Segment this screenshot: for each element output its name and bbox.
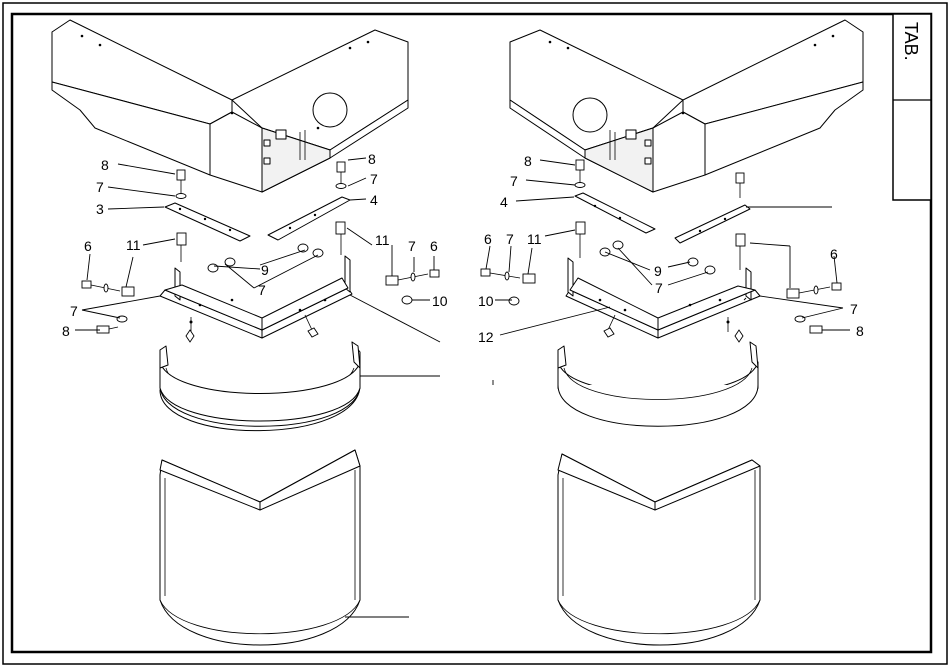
callout-7: 7: [370, 171, 378, 187]
right-leaders: [486, 160, 850, 385]
right-cover-housing: [510, 20, 863, 192]
callout-7: 7: [70, 303, 78, 319]
callout-11: 11: [527, 231, 542, 247]
callout-6: 6: [430, 238, 438, 254]
tab-label: TAB.: [901, 22, 921, 61]
callout-12: 12: [478, 329, 494, 345]
tab-title-block: TAB.: [893, 14, 931, 200]
callout-7: 7: [655, 280, 663, 296]
callout-9: 9: [654, 263, 662, 279]
callout-8: 8: [524, 153, 532, 169]
right-curved-band: [558, 342, 758, 426]
callout-3: 3: [96, 201, 104, 217]
right-cylinder-shell: [558, 454, 760, 645]
callout-9: 9: [261, 262, 269, 278]
callout-7: 7: [96, 179, 104, 195]
callout-11: 11: [375, 232, 390, 248]
callout-7: 7: [408, 238, 416, 254]
callout-6: 6: [84, 238, 92, 254]
right-assembly: 8 7 4 6 7 11 9 7 6 10 12 7 8: [478, 20, 864, 645]
callout-7: 7: [506, 231, 514, 247]
left-cylinder-shell: [160, 450, 409, 645]
callout-7: 7: [510, 173, 518, 189]
left-assembly: 8 7 3 8 7 4 6 11 9 7 11 7 6 10 7 8: [52, 20, 448, 645]
callout-8: 8: [101, 157, 109, 173]
callout-8: 8: [856, 323, 864, 339]
callout-10: 10: [478, 293, 494, 309]
right-corner-bracket: [566, 258, 760, 342]
callout-10: 10: [432, 293, 448, 309]
callout-8: 8: [368, 151, 376, 167]
callout-8: 8: [62, 323, 70, 339]
callout-7: 7: [258, 282, 266, 298]
callout-6: 6: [484, 231, 492, 247]
callout-7: 7: [850, 301, 858, 317]
callout-6: 6: [830, 246, 838, 262]
callout-4: 4: [370, 192, 378, 208]
callout-11: 11: [126, 237, 141, 253]
left-curved-band: [160, 342, 360, 431]
callout-4: 4: [500, 194, 508, 210]
